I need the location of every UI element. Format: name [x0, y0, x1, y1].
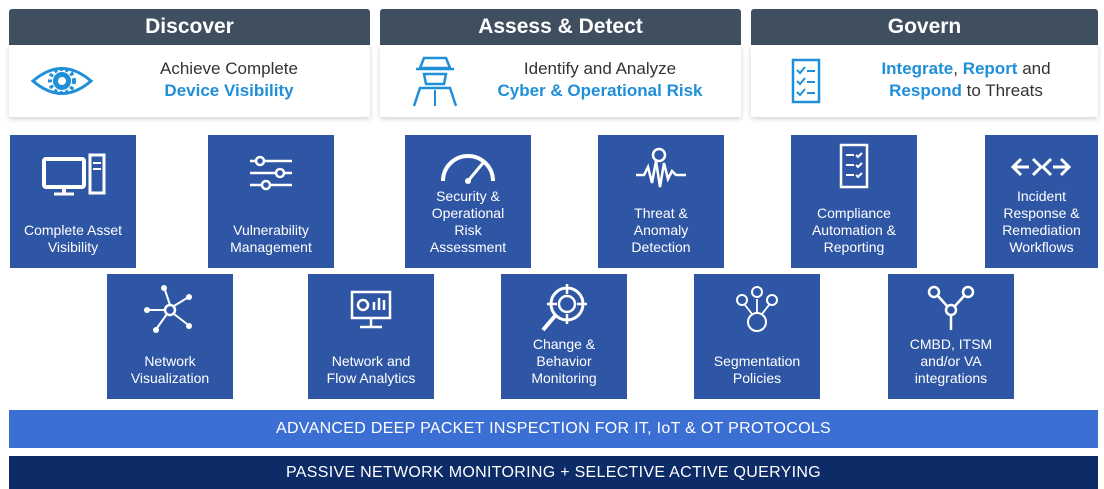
arrows-icon: [1010, 157, 1072, 177]
govern-card: Integrate, Report and Respond to Threats: [751, 45, 1098, 117]
eye-gear-icon: [30, 67, 94, 95]
gauge-icon: [441, 154, 495, 184]
discover-card: Achieve Complete Device Visibility: [9, 45, 370, 117]
assess-detect-card: Identify and Analyze Cyber & Operational…: [380, 45, 741, 117]
checklist-icon: [839, 143, 869, 189]
network-icon: [144, 285, 192, 333]
discover-header: Discover: [9, 9, 370, 45]
target-magnifier-icon: [541, 284, 587, 332]
segmentation-icon: [736, 286, 778, 332]
passive-monitoring-bar: PASSIVE NETWORK MONITORING + SELECTIVE A…: [9, 456, 1098, 489]
assess-detect-text: Identify and Analyze Cyber & Operational…: [497, 59, 703, 100]
sliders-icon: [250, 155, 292, 191]
deep-packet-inspection-bar: ADVANCED DEEP PACKET INSPECTION FOR IT, …: [9, 410, 1098, 448]
computer-icon: [42, 153, 106, 196]
assess-detect-header: Assess & Detect: [380, 9, 741, 45]
monitor-chart-icon: [350, 290, 392, 329]
checklist-icon: [791, 58, 821, 104]
hacker-icon: [412, 56, 458, 107]
govern-header: Govern: [751, 9, 1098, 45]
integration-icon: [927, 285, 975, 330]
discover-text: Achieve Complete Device Visibility: [160, 59, 298, 100]
waveform-icon: [636, 147, 686, 188]
govern-text: Integrate, Report and Respond to Threats: [881, 59, 1051, 100]
